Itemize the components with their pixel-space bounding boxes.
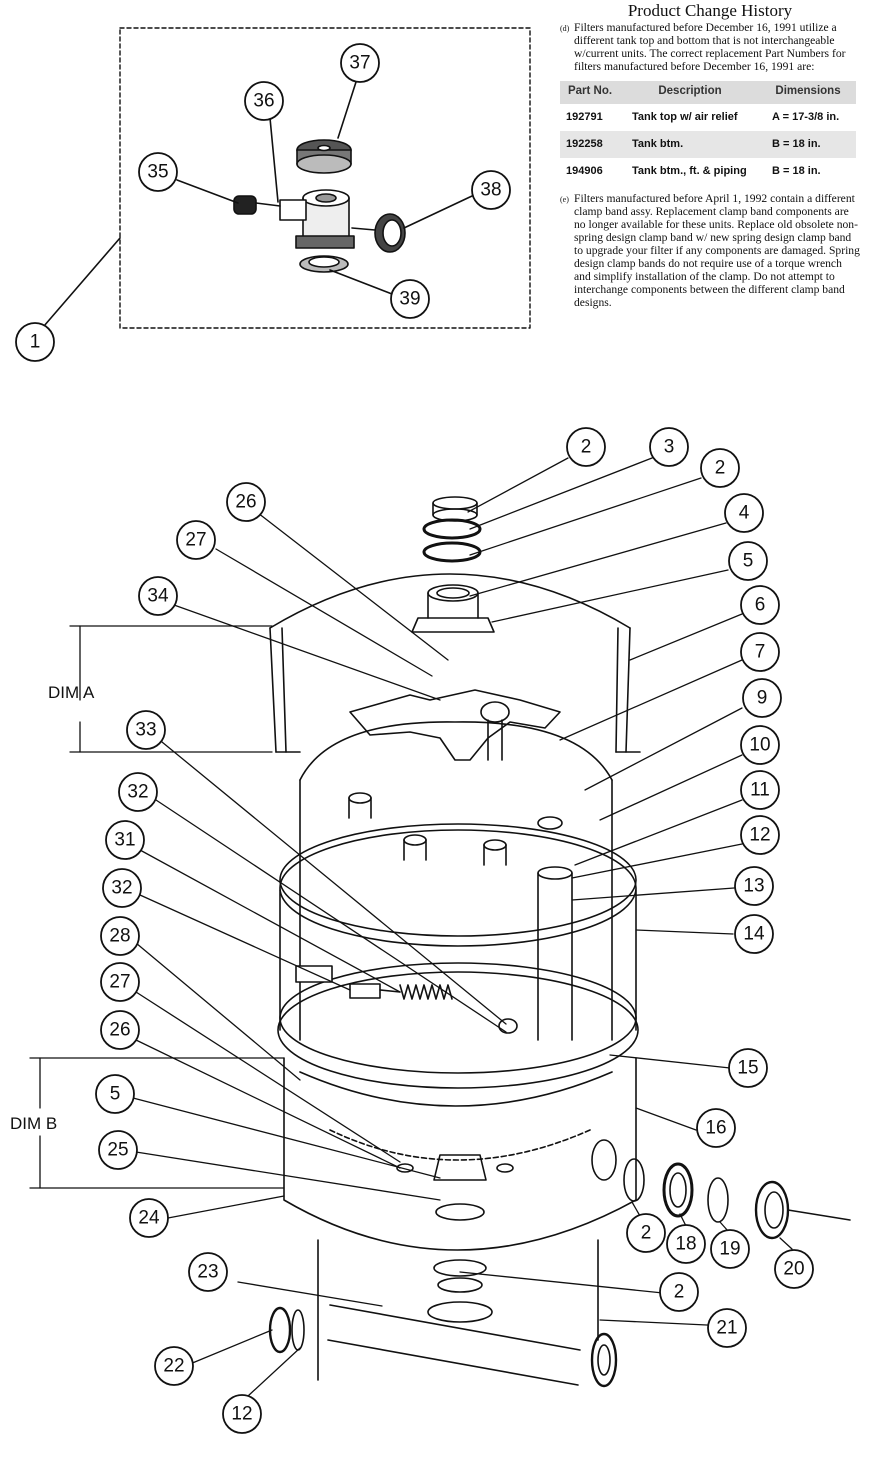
- col-part-no: Part No.: [560, 81, 620, 104]
- replacement-parts-table: Part No. Description Dimensions 192791 T…: [560, 81, 856, 185]
- callout-26-top: 26: [235, 492, 256, 513]
- callout-35: 35: [147, 162, 168, 183]
- callout-18: 18: [675, 1234, 696, 1255]
- cell-description: Tank top w/ air relief: [632, 111, 738, 123]
- note-e-text: Filters manufactured before April 1, 199…: [574, 192, 860, 309]
- callout-14: 14: [743, 924, 765, 945]
- callout-12-top: 12: [749, 825, 770, 846]
- callout-3: 3: [664, 437, 675, 458]
- callout-39: 39: [399, 289, 420, 310]
- callout-2-bottom: 2: [674, 1282, 685, 1303]
- filter-tank-drawing: [268, 496, 851, 1388]
- callout-2-top: 2: [581, 437, 592, 458]
- leader-lines: [132, 457, 793, 1397]
- callout-28: 28: [109, 926, 130, 947]
- col-description: Description: [620, 81, 760, 104]
- callout-2-second: 2: [715, 458, 726, 479]
- callout-36: 36: [253, 91, 274, 112]
- dimension-lines: [29, 625, 285, 1189]
- callout-6: 6: [755, 595, 766, 616]
- note-d-marker: (d): [560, 24, 570, 33]
- cell-dimensions: B = 18 in.: [760, 131, 856, 158]
- note-d: (d) Filters manufactured before December…: [560, 21, 860, 73]
- cell-dimensions: A = 17-3/8 in.: [772, 111, 840, 123]
- callout-7: 7: [755, 642, 766, 663]
- callout-26-bottom: 26: [109, 1020, 130, 1041]
- callout-9: 9: [757, 688, 768, 709]
- cell-part-no: 192791: [566, 111, 603, 123]
- callout-20: 20: [783, 1259, 804, 1280]
- cell-description: Tank btm.: [620, 131, 760, 158]
- callout-4: 4: [739, 503, 750, 524]
- cell-part-no: 192258: [560, 131, 620, 158]
- history-title: Product Change History: [627, 1, 793, 20]
- callout-25: 25: [107, 1140, 128, 1161]
- inset-dashed-box: [119, 27, 531, 329]
- callout-32-top: 32: [127, 782, 148, 803]
- callout-34: 34: [147, 586, 169, 607]
- table-row: 192791 Tank top w/ air relief A = 17-3/8…: [560, 104, 856, 131]
- callout-10: 10: [749, 735, 770, 756]
- callout-21: 21: [716, 1318, 737, 1339]
- dim-a-label: DIM A: [48, 683, 95, 702]
- callout-labels: 1 35 36 37 38 39 2 3 2 26 4 27 5 34 6 7 …: [30, 53, 805, 1425]
- cell-description: Tank btm., ft. & piping: [632, 165, 747, 177]
- col-dimensions: Dimensions: [760, 81, 856, 104]
- cell-dimensions: B = 18 in.: [772, 165, 821, 177]
- table-row: 194906 Tank btm., ft. & piping B = 18 in…: [560, 158, 856, 185]
- callout-11: 11: [750, 780, 770, 801]
- callout-23: 23: [197, 1262, 218, 1283]
- note-e-marker: (e): [560, 195, 569, 204]
- callout-27-top: 27: [185, 530, 206, 551]
- callout-5-top: 5: [743, 551, 754, 572]
- callout-31: 31: [114, 830, 135, 851]
- callout-27-bottom: 27: [109, 972, 130, 993]
- callout-circles: [15, 43, 814, 1434]
- callout-1: 1: [30, 332, 41, 353]
- callout-19: 19: [719, 1239, 740, 1260]
- dim-b-label: DIM B: [10, 1114, 57, 1133]
- callout-33: 33: [135, 720, 156, 741]
- callout-38: 38: [480, 180, 501, 201]
- note-e: (e) Filters manufactured before April 1,…: [560, 192, 860, 309]
- table-header-row: Part No. Description Dimensions: [560, 81, 856, 104]
- callout-16: 16: [705, 1118, 726, 1139]
- callout-2-outlet: 2: [641, 1223, 652, 1244]
- callout-24: 24: [138, 1208, 160, 1229]
- air-relief-valve-assembly: [233, 139, 406, 273]
- callout-32-bottom: 32: [111, 878, 132, 899]
- callout-15: 15: [737, 1058, 758, 1079]
- note-d-text: Filters manufactured before December 16,…: [574, 21, 846, 73]
- table-row: 192258 Tank btm. B = 18 in.: [560, 131, 856, 158]
- callout-5-bottom: 5: [110, 1084, 121, 1105]
- callout-13: 13: [743, 876, 764, 897]
- callout-22: 22: [163, 1356, 184, 1377]
- callout-37: 37: [349, 53, 370, 74]
- cell-part-no: 194906: [566, 165, 603, 177]
- callout-12-bottom: 12: [231, 1404, 252, 1425]
- product-change-history: Product Change History (d) Filters manuf…: [560, 1, 860, 309]
